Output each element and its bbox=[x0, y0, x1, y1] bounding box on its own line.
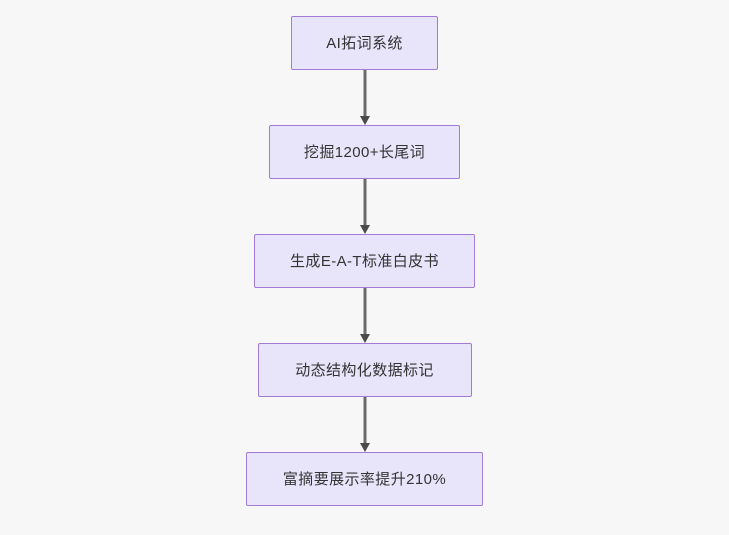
flow-node-label: 动态结构化数据标记 bbox=[295, 361, 434, 379]
flow-node-ai-keyword-system[interactable]: AI拓词系统 bbox=[291, 16, 438, 70]
arrow-down-icon bbox=[359, 443, 370, 452]
edge-line bbox=[363, 288, 366, 336]
flow-node-rich-snippet-result[interactable]: 富摘要展示率提升210% bbox=[246, 452, 483, 506]
flow-edge-n3-n4 bbox=[359, 288, 371, 343]
flow-edge-n2-n3 bbox=[359, 179, 371, 234]
flow-node-label: 富摘要展示率提升210% bbox=[282, 470, 447, 488]
arrow-down-icon bbox=[359, 116, 370, 125]
flow-node-mine-longtail-keywords[interactable]: 挖掘1200+长尾词 bbox=[269, 125, 460, 179]
flow-edge-n1-n2 bbox=[359, 70, 371, 125]
flow-node-dynamic-structured-data[interactable]: 动态结构化数据标记 bbox=[257, 343, 472, 397]
flow-edge-n4-n5 bbox=[359, 397, 371, 452]
arrow-down-icon bbox=[359, 225, 370, 234]
flow-node-label: 生成E-A-T标准白皮书 bbox=[290, 252, 439, 270]
flow-node-label: 挖掘1200+长尾词 bbox=[303, 143, 426, 161]
arrow-down-icon bbox=[359, 334, 370, 343]
edge-line bbox=[363, 179, 366, 227]
edge-line bbox=[363, 70, 366, 118]
flow-node-label: AI拓词系统 bbox=[326, 34, 403, 52]
edge-line bbox=[363, 397, 366, 445]
flow-node-generate-eat-whitepaper[interactable]: 生成E-A-T标准白皮书 bbox=[254, 234, 475, 288]
